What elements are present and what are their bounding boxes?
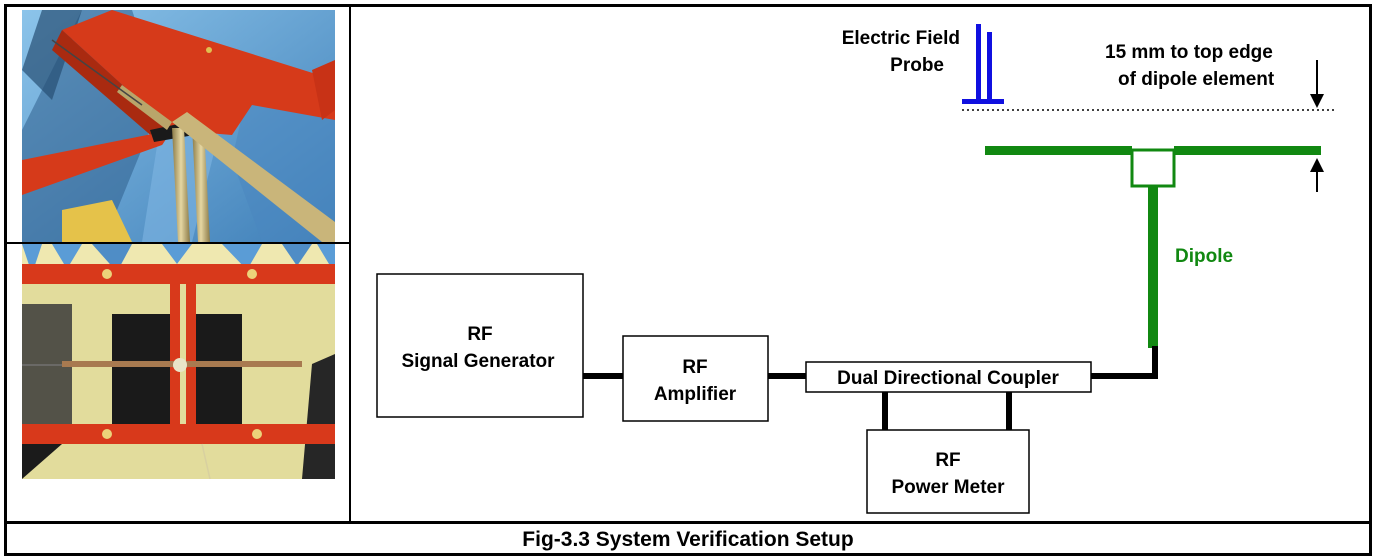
power-meter-label: RF bbox=[935, 450, 960, 471]
photo-divider bbox=[7, 242, 349, 244]
dipole-frame-illustration bbox=[22, 244, 335, 479]
dipole-feed-box bbox=[1130, 148, 1176, 188]
dipole-arm-right bbox=[1174, 146, 1321, 155]
connector-gen-amp bbox=[583, 373, 623, 379]
dipole-label: Dipole bbox=[1175, 246, 1233, 267]
amplifier-label: RF bbox=[682, 357, 707, 378]
electric-field-probe bbox=[962, 24, 1004, 104]
connector-amp-coupler bbox=[768, 373, 806, 379]
probe-label: Electric Field bbox=[842, 28, 960, 49]
arrow-head-up-icon bbox=[1310, 158, 1324, 172]
dipole-closeup-illustration bbox=[22, 10, 335, 242]
caption-divider bbox=[4, 521, 1372, 524]
connector-coupler-meter bbox=[1006, 392, 1012, 430]
amplifier-label: Amplifier bbox=[654, 384, 737, 405]
probe-element bbox=[987, 32, 992, 102]
dipole-feed-line bbox=[1148, 186, 1158, 348]
signal-generator-label: Signal Generator bbox=[401, 351, 555, 372]
dipole-arm-left bbox=[985, 146, 1132, 155]
dipole-closeup-photo bbox=[22, 10, 335, 242]
verification-block-diagram: Electric Field Probe 15 mm to top edge o… bbox=[376, 24, 1336, 514]
power-meter-label: Power Meter bbox=[892, 477, 1006, 498]
arrow-head-down-icon bbox=[1310, 94, 1324, 108]
dipole-symbol bbox=[985, 146, 1321, 348]
probe-element bbox=[976, 24, 981, 102]
power-meter-block: RF Power Meter bbox=[866, 429, 1030, 514]
column-divider bbox=[349, 4, 351, 523]
signal-generator-label: RF bbox=[467, 324, 492, 345]
probe-base bbox=[962, 99, 1004, 104]
connector-coupler-dipole bbox=[1091, 373, 1158, 379]
connector-coupler-meter bbox=[882, 392, 888, 430]
coupler-block: Dual Directional Coupler bbox=[805, 361, 1092, 393]
distance-label: 15 mm to top edge bbox=[1105, 42, 1273, 63]
figure-caption: Fig-3.3 System Verification Setup bbox=[522, 528, 854, 551]
dipole-frame-photo bbox=[22, 244, 335, 479]
signal-generator-block: RF Signal Generator bbox=[376, 273, 584, 418]
connector-coupler-dipole bbox=[1152, 346, 1158, 379]
coupler-label: Dual Directional Coupler bbox=[837, 368, 1059, 389]
distance-label: of dipole element bbox=[1118, 69, 1275, 90]
probe-label: Probe bbox=[890, 55, 944, 76]
amplifier-block: RF Amplifier bbox=[622, 335, 769, 422]
